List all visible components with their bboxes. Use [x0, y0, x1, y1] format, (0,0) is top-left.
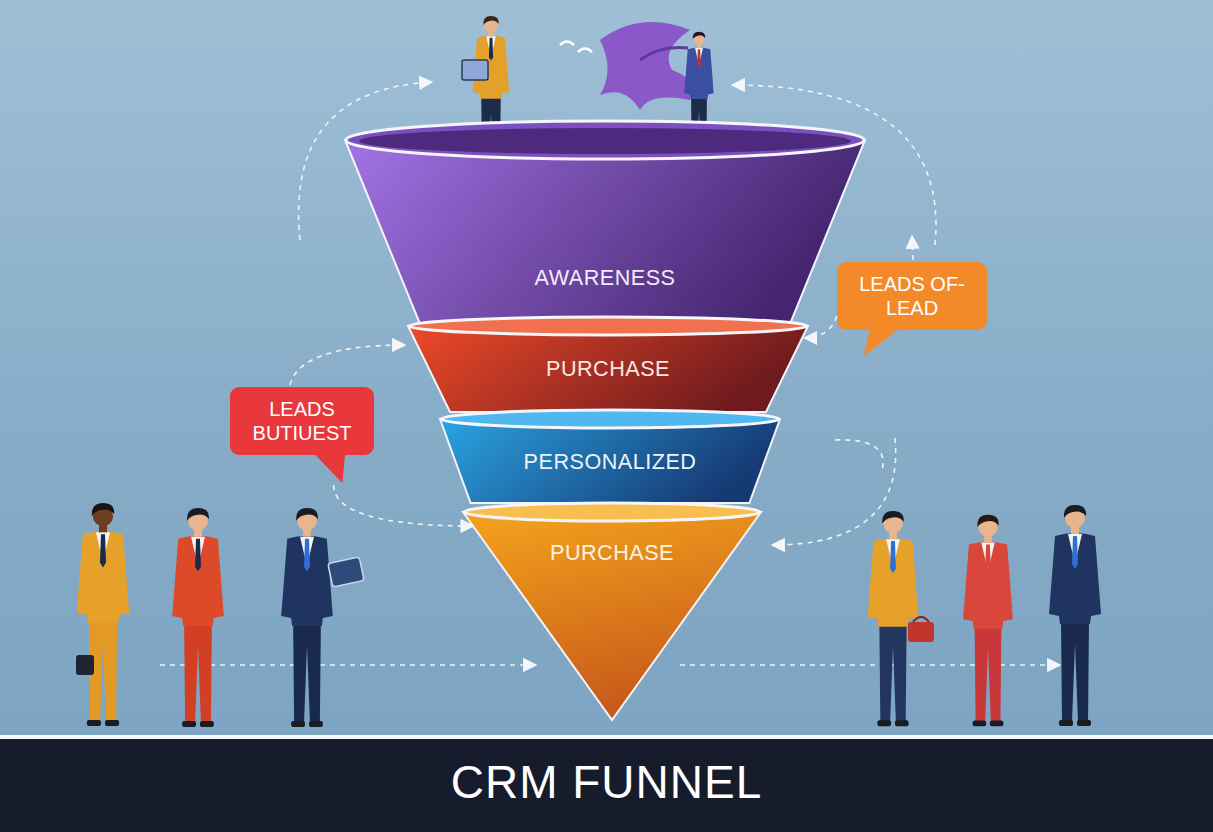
funnel-stage: PURCHASE	[463, 502, 761, 720]
speech-bubble: LEADS BUTIUEST	[230, 387, 374, 455]
funnel-stage: PERSONALIZED	[440, 409, 780, 503]
stage-label: PURCHASE	[463, 540, 761, 566]
stage-label: PURCHASE	[408, 356, 808, 382]
funnel-band	[463, 502, 761, 720]
stage-label: AWARENESS	[345, 265, 865, 291]
speech-bubble: LEADS OF- LEAD	[837, 262, 987, 330]
bubble-tail	[837, 262, 987, 330]
funnel-stage: AWARENESS	[345, 120, 865, 325]
funnel-band	[345, 120, 865, 325]
bubble-text: LEADS BUTIUEST	[242, 397, 362, 445]
bubble-tail	[230, 387, 374, 455]
dashed-arrow	[334, 485, 474, 526]
bubble-text: LEADS OF- LEAD	[849, 272, 975, 320]
title: CRM FUNNEL	[0, 755, 1213, 809]
funnel-stage: PURCHASE	[408, 316, 808, 412]
stage-label: PERSONALIZED	[440, 449, 780, 475]
dashed-arrow	[804, 316, 837, 338]
